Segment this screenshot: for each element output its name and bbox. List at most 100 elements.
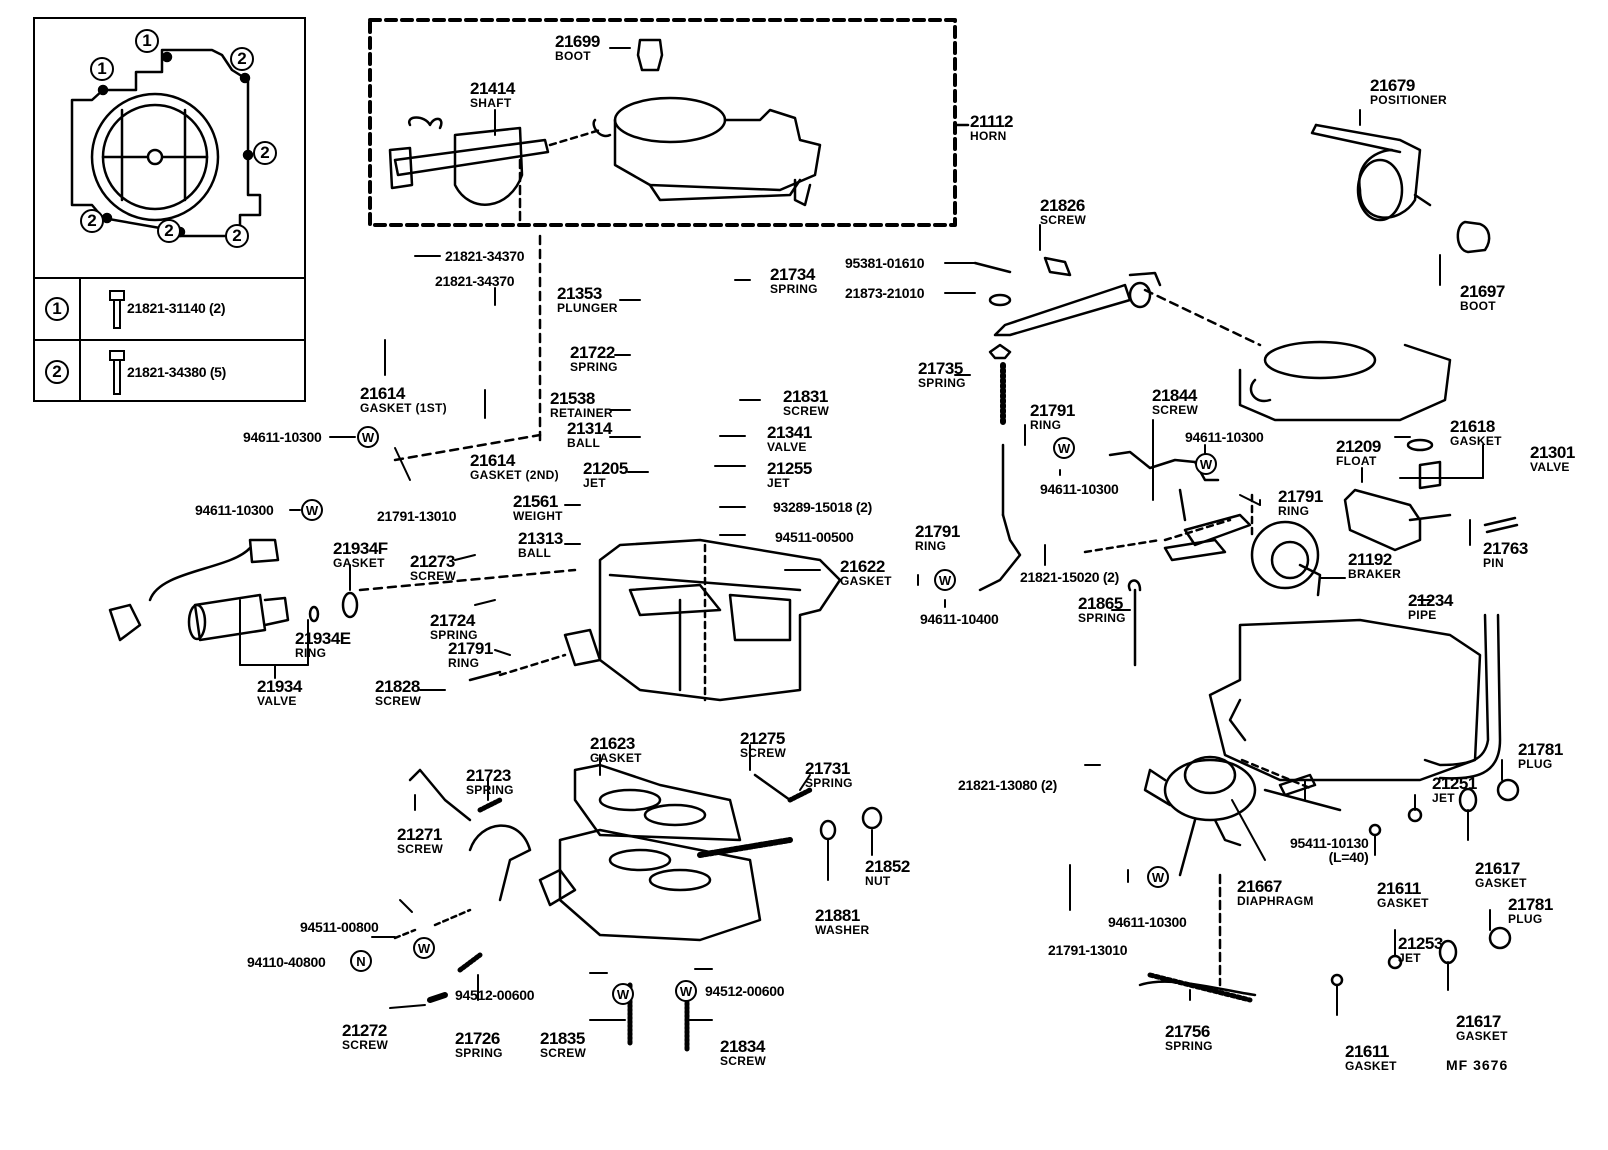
part-label-number[interactable]: 21791-13010 xyxy=(377,508,457,524)
nut-icon: N xyxy=(350,950,372,972)
part-label-pipe-fitting[interactable]: 95411-10130(L=40) xyxy=(1290,835,1369,865)
part-label-number[interactable]: 95381-01610 xyxy=(845,255,925,271)
marker-2: 2 xyxy=(230,47,254,71)
part-label-number[interactable]: 94110-40800 xyxy=(247,954,326,970)
inset-fastener-legend: 1 1 2 2 2 2 2 1 21821-31140 (2) 2 21821-… xyxy=(33,17,306,402)
washer-part-number[interactable]: 94611-10300 xyxy=(1108,914,1187,930)
throttle-body-lower-drawing xyxy=(393,763,883,1053)
washer-icon: W xyxy=(1147,866,1169,888)
marker-1: 1 xyxy=(135,29,159,53)
washer-part-number[interactable]: 94611-10300 xyxy=(1185,429,1264,445)
part-label-number[interactable]: 94511-00500 xyxy=(775,529,854,545)
solenoid-valve-drawing xyxy=(108,538,359,642)
part-label-number[interactable]: 93289-15018 (2) xyxy=(773,499,873,515)
washer-part-number[interactable]: 94611-10300 xyxy=(243,429,322,445)
part-label-number[interactable]: 94511-00800 xyxy=(300,919,379,935)
main-body-center-drawing xyxy=(358,228,842,702)
bolt-icon xyxy=(109,350,125,395)
washer-part-number[interactable]: 94611-10400 xyxy=(920,611,999,627)
part-label-number[interactable]: 21821-13080 (2) xyxy=(958,777,1058,793)
figure-code: MF 3676 xyxy=(1446,1057,1509,1073)
washer-part-number[interactable]: 94611-10300 xyxy=(1040,481,1119,497)
part-label-number[interactable]: 21821-15020 (2) xyxy=(1020,569,1120,585)
part-label-number[interactable]: 21791-13010 xyxy=(1048,942,1128,958)
inset-row-1: 1 21821-31140 (2) xyxy=(35,277,304,339)
inset-row-key: 2 xyxy=(35,341,81,402)
part-label-number[interactable]: 21873-21010 xyxy=(845,285,925,301)
part-label-number[interactable]: 21821-34370 xyxy=(445,248,525,264)
inset-part-number[interactable]: 21821-31140 (2) xyxy=(127,300,226,316)
link-lever-drawing xyxy=(973,256,1162,592)
part-label-number[interactable]: 21821-34370 xyxy=(435,273,515,289)
washer-part-number[interactable]: 94512-00600 xyxy=(705,983,785,999)
marker-2: 2 xyxy=(225,224,249,248)
braker-and-rod-drawing xyxy=(1083,450,1322,597)
washer-icon: W xyxy=(675,980,697,1002)
inset-part-number[interactable]: 21821-34380 (5) xyxy=(127,364,227,380)
washer-part-number[interactable]: 94512-00600 xyxy=(455,987,535,1003)
washer-part-number[interactable]: 94611-10300 xyxy=(195,502,274,518)
marker-2: 2 xyxy=(80,209,104,233)
